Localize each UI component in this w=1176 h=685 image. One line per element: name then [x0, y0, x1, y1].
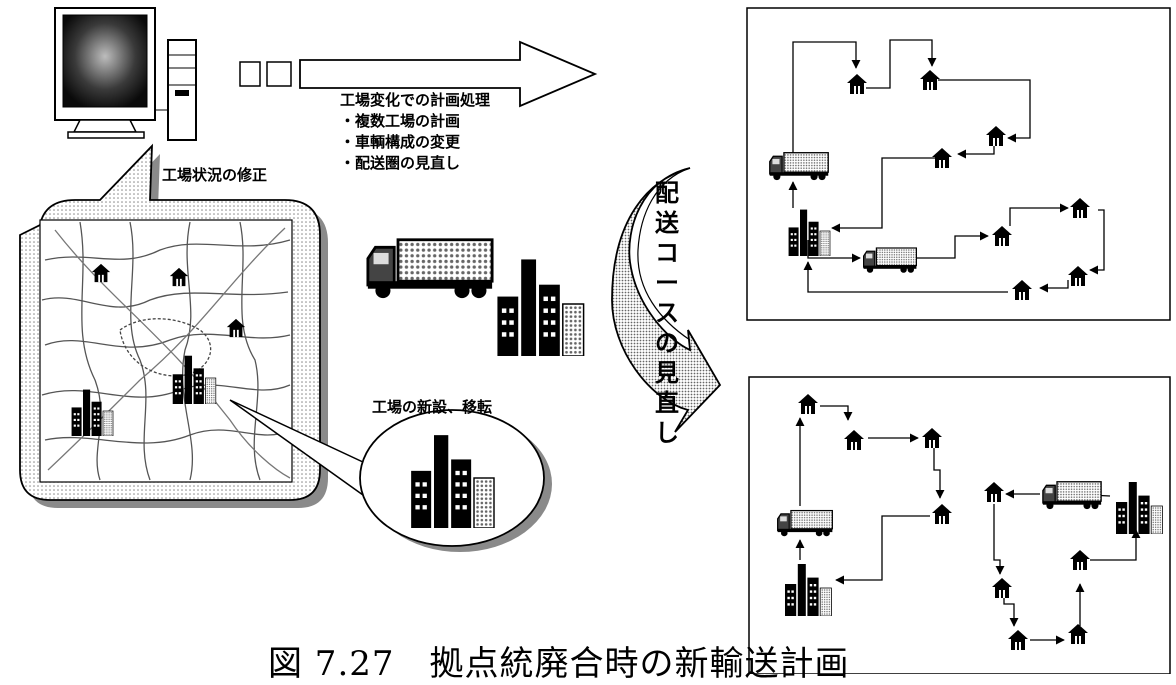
route-char-3: コ: [655, 239, 679, 267]
factory-status-label: 工場状況の修正: [162, 166, 268, 184]
route-char-8: 直: [655, 389, 679, 417]
route-char-2: 送: [655, 209, 679, 237]
route-review-arrow: [611, 167, 722, 433]
route-char-4: ー: [655, 269, 679, 297]
route-char-1: 配: [655, 179, 679, 207]
route-char-7: 見: [655, 359, 679, 387]
map-roads: [41, 221, 291, 481]
computer-tower-icon: [156, 39, 197, 141]
plan-processing-block: 工場変化での計画処理 ・複数工場の計画 ・車輌構成の変更 ・配送圏の見直し: [340, 90, 490, 174]
map-callout: [19, 143, 328, 508]
new-factory-label: 工場の新設、移転: [372, 398, 493, 416]
computer-monitor-icon: [54, 7, 156, 139]
big-arrow-icon: [239, 40, 598, 108]
plan-processing-title: 工場変化での計画処理: [340, 91, 491, 109]
route-char-6: の: [655, 329, 679, 357]
figure-caption: 図 7.27 拠点統廃合時の新輸送計画: [268, 644, 850, 684]
route-char-5: ス: [655, 299, 679, 327]
new-factory-bubble: [229, 399, 552, 552]
route-panel-before: [746, 7, 1171, 321]
plan-item-delivery-area: ・配送圏の見直し: [340, 154, 461, 172]
factory-icon: [496, 258, 585, 356]
plan-item-multi-factory: ・複数工場の計画: [340, 112, 461, 130]
truck-icon: [366, 238, 494, 300]
route-char-9: し: [655, 419, 679, 447]
plan-item-vehicle-config: ・車輌構成の変更: [340, 133, 461, 151]
route-review-vertical-text: 配 送 コ ー ス の 見 直 し: [652, 178, 682, 448]
route-panel-after: [748, 376, 1171, 674]
